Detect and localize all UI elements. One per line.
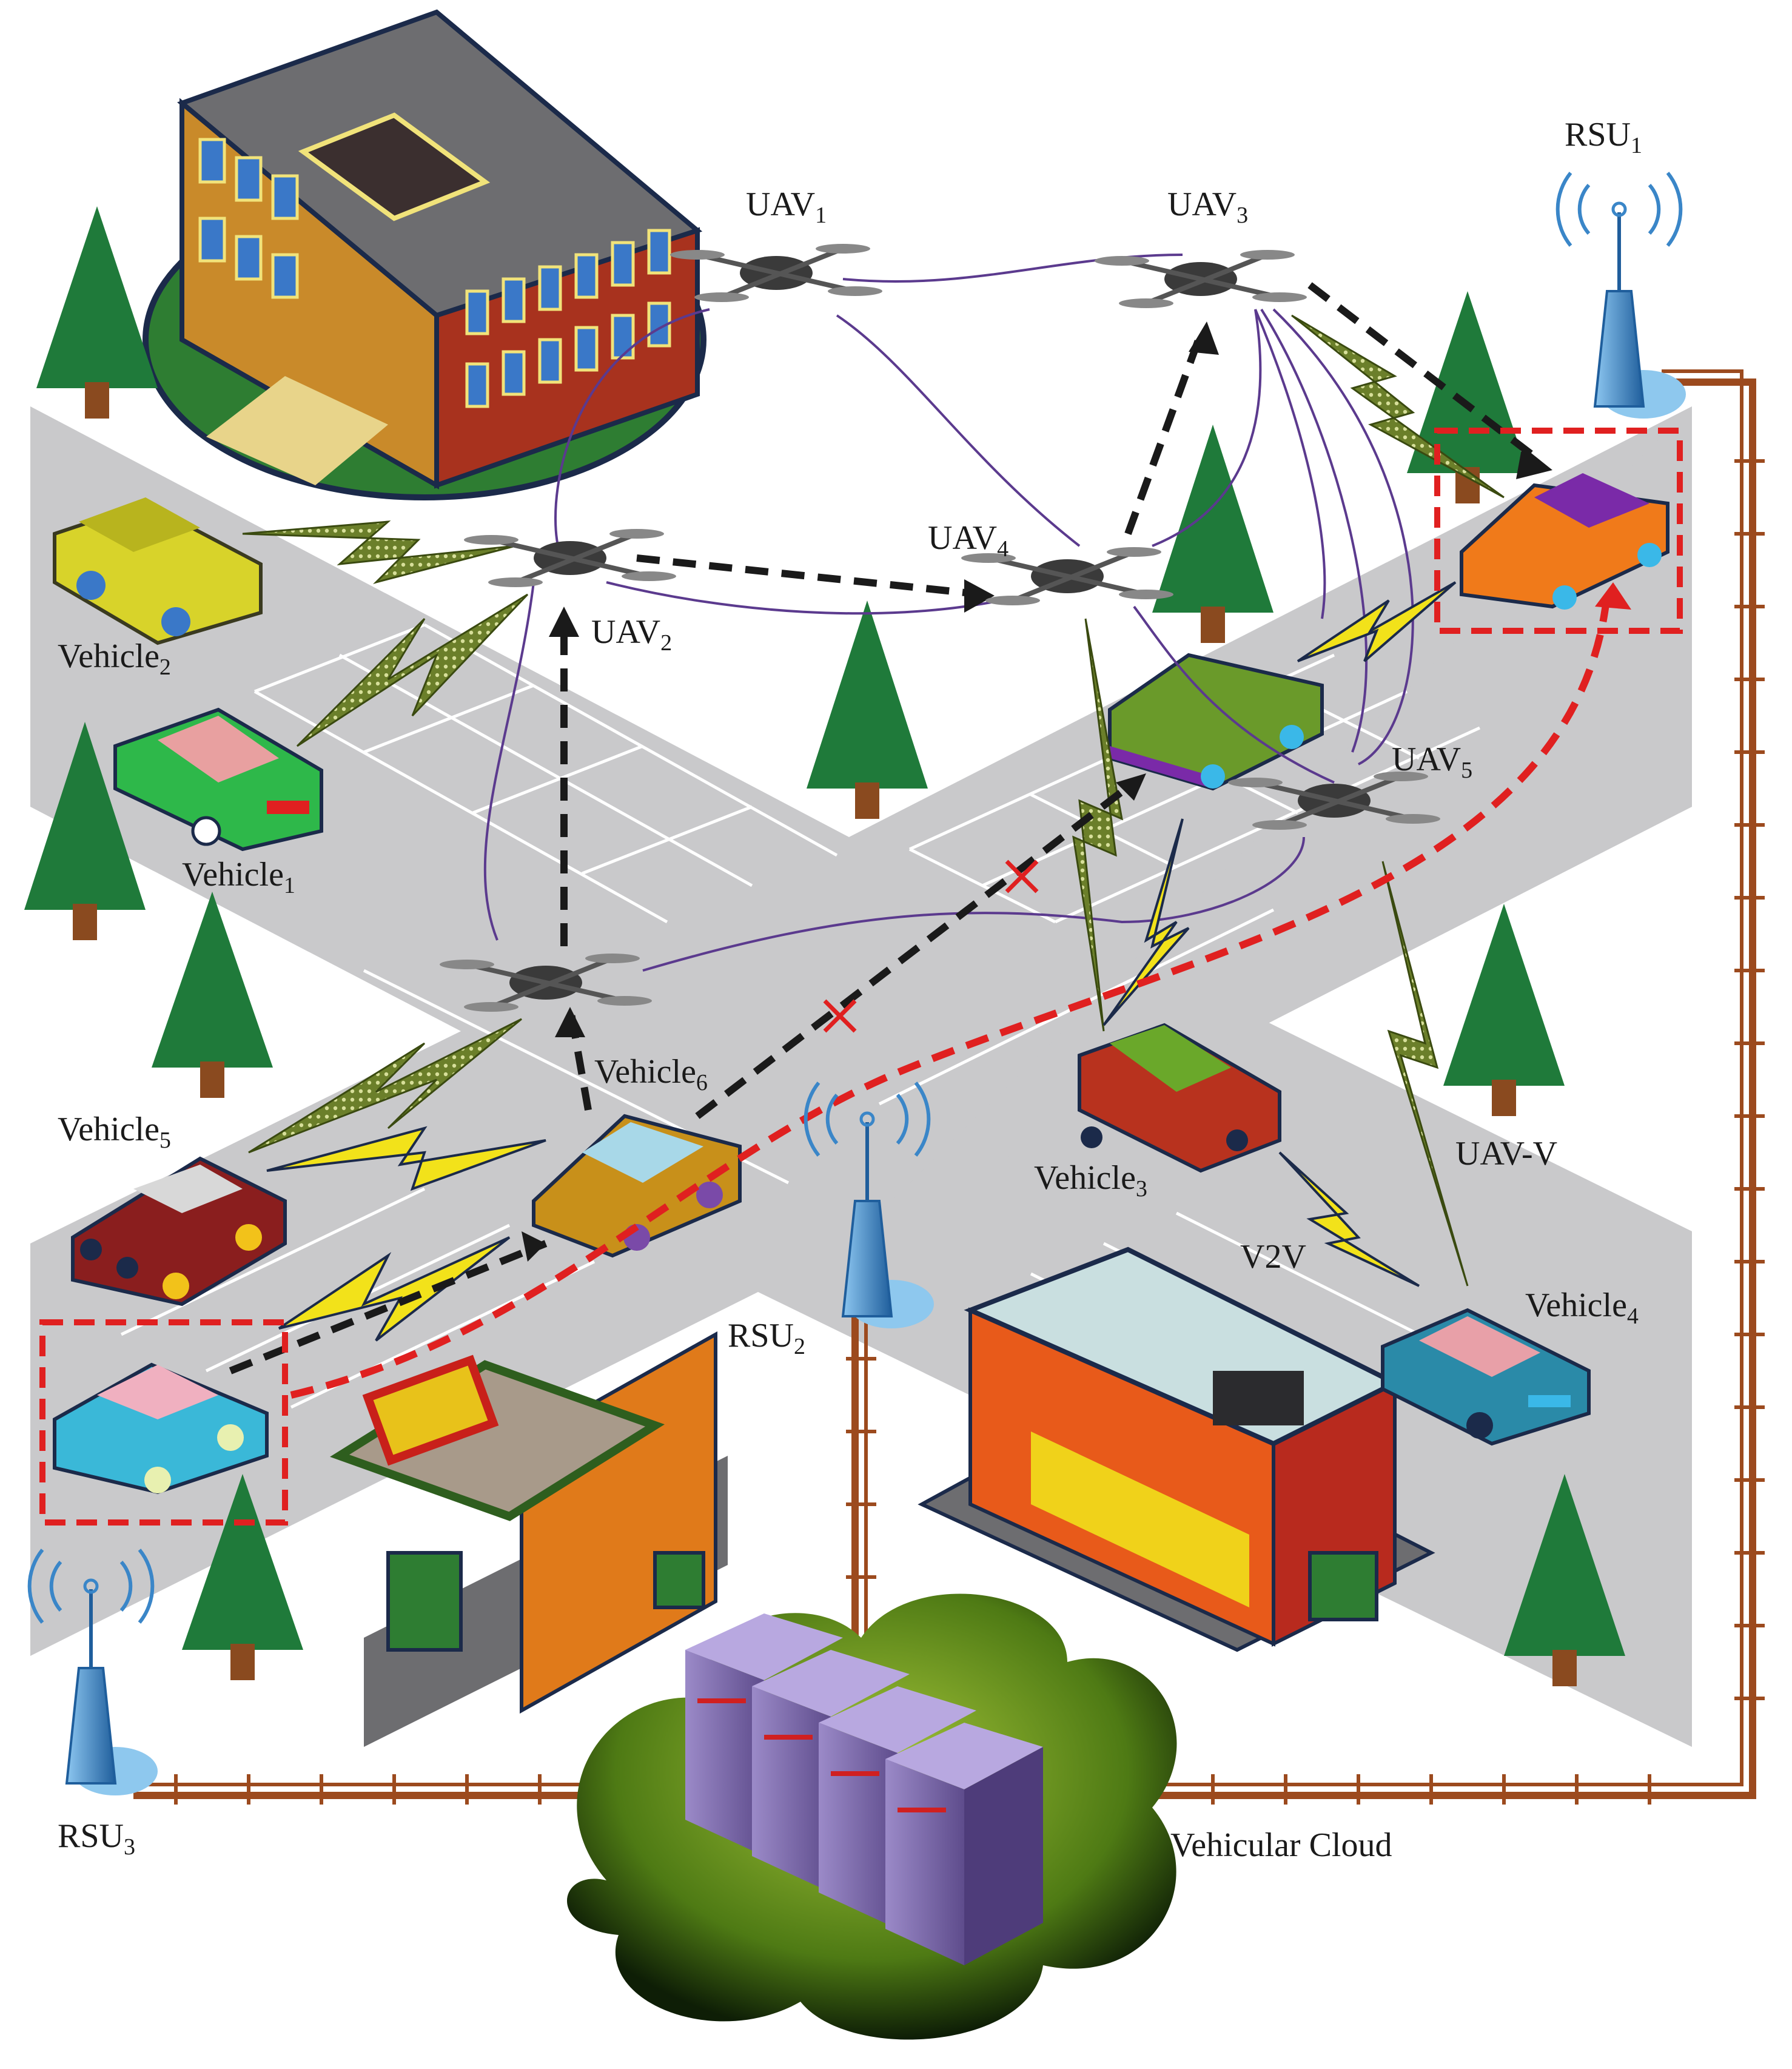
label-vehicle1: Vehicle1 [182,856,295,898]
gas-station [330,1331,728,1747]
route-red-ground-path [290,594,1611,1399]
vehicle-3-car [1078,1023,1281,1173]
label-uav5: UAV5 [1392,741,1472,783]
uav3-orange-link [1291,314,1505,499]
vehicle-highlighted-left-car [53,1362,269,1495]
uavs [440,244,1440,1012]
uav-vehicle5-link [248,1018,522,1154]
vehicle-green-car [1108,653,1324,791]
rsu-2-tower [804,1082,934,1328]
v2v-vehicle3-vehicle4 [1278,1151,1420,1287]
tree [24,722,146,940]
labels: UAV1 UAV2 UAV3 UAV4 UAV5 RSU1 RSU2 RSU3 … [58,116,1642,1864]
wireless-links [242,314,1505,1342]
label-vehicle6: Vehicle6 [594,1053,708,1095]
uav-2-drone [464,529,676,587]
road-right-diagonal [861,406,1692,1231]
label-rsu1: RSU1 [1565,116,1642,158]
arrowheads [522,321,1631,1262]
uav4-vehicle3-link [1072,618,1123,1032]
vehicle-5-car [71,1156,287,1307]
uav-1-drone [670,244,882,302]
vehicle-target-orange-car [1460,473,1670,610]
label-rsu3: RSU3 [58,1817,135,1860]
tree [182,1474,303,1680]
label-uav2: UAV2 [591,613,672,656]
vehicles [53,473,1670,1495]
rsu-1-tower [1555,172,1686,419]
label-vehicle5: Vehicle5 [58,1111,171,1153]
label-vehicle2: Vehicle2 [58,638,171,680]
tree [1504,1474,1625,1686]
uav2-vehicle1-link [296,593,529,747]
uav-5-drone [1228,772,1440,830]
restaurant-building [918,1246,1435,1652]
label-uav-v: UAV-V [1455,1135,1557,1172]
label-uav1: UAV1 [746,186,827,228]
v2v-vehicle5-vehicle6 [266,1126,546,1191]
v2v-left-vehicle6 [278,1236,511,1342]
label-uav4: UAV4 [928,519,1008,562]
vehicular-cloud [567,1593,1177,2040]
uav-3-drone [1095,250,1307,308]
rsu-3-tower [27,1549,158,1795]
uav-4-drone [961,547,1173,605]
uav-6-drone [440,954,652,1012]
tree [36,206,158,419]
trees [24,206,1625,1686]
vehicle-1-car [113,707,323,852]
label-uav3: UAV3 [1167,186,1248,228]
server-rack [685,1613,1043,1965]
rsus [27,172,1686,1795]
wired-backhaul [133,369,1765,1805]
label-v2v: V2V [1240,1238,1306,1276]
label-vehicular-cloud: Vehicular Cloud [1170,1826,1392,1864]
road-left-diagonal [30,406,1692,1747]
label-vehicle3: Vehicle3 [1034,1159,1147,1202]
label-vehicle4: Vehicle4 [1525,1287,1639,1329]
broken-link-marks [823,860,1039,1033]
label-rsu2: RSU2 [728,1317,805,1359]
tree [1443,904,1565,1116]
v2v-green-vehicle3 [1102,818,1190,1026]
vehicle-2-car [53,497,263,645]
tree [807,601,928,819]
tree [152,892,273,1098]
vehicle-6-car [532,1114,742,1258]
routes [39,282,1683,1526]
v2v-green-orange [1297,581,1457,662]
road-network [30,406,1692,1747]
tree [1152,425,1274,643]
route-black-uav-path [229,282,1543,1374]
vehicle-4-car [1381,1308,1591,1446]
school-building [143,9,706,500]
uav-mesh-links [483,254,1414,972]
uav5-vehicle4-link [1381,861,1469,1287]
